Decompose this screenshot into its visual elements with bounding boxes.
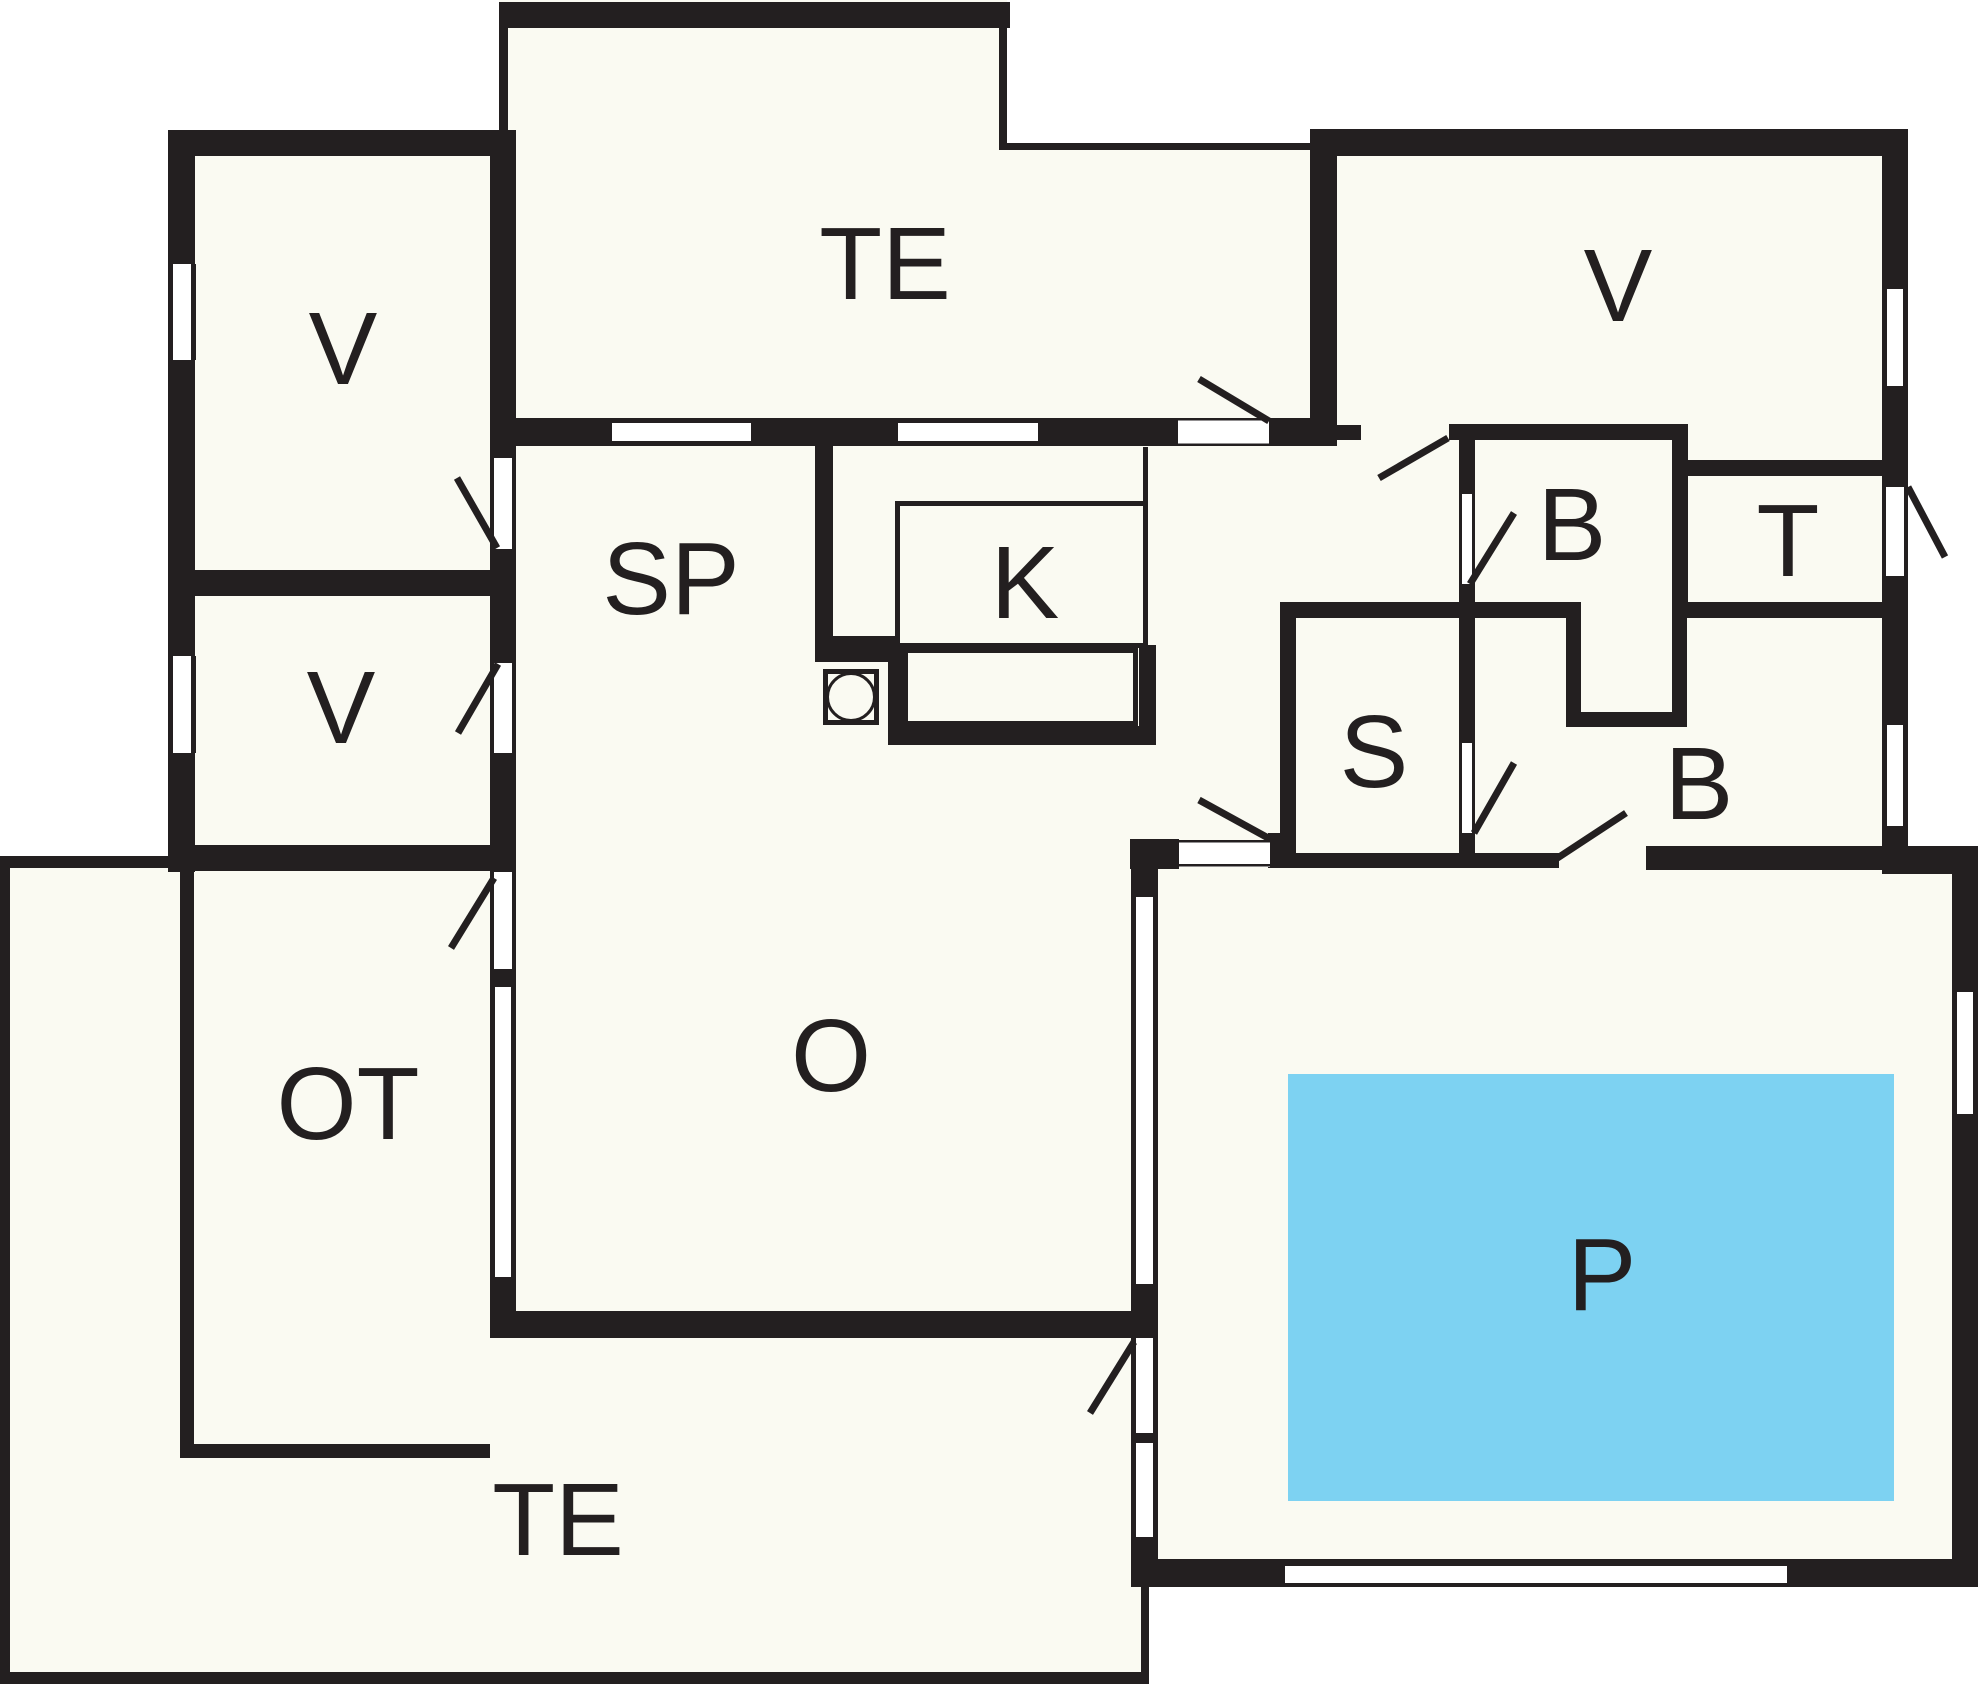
svg-text:T: T xyxy=(1757,483,1820,598)
svg-text:B: B xyxy=(1665,726,1734,841)
svg-text:TE: TE xyxy=(819,206,951,321)
svg-text:V: V xyxy=(309,291,378,406)
svg-text:P: P xyxy=(1568,1217,1637,1332)
svg-text:B: B xyxy=(1538,467,1607,582)
svg-text:SP: SP xyxy=(602,521,739,636)
svg-text:K: K xyxy=(991,525,1060,640)
svg-text:O: O xyxy=(791,998,871,1113)
svg-text:S: S xyxy=(1340,694,1409,809)
svg-text:TE: TE xyxy=(492,1462,624,1577)
svg-text:OT: OT xyxy=(276,1046,419,1161)
svg-text:V: V xyxy=(1584,228,1653,343)
svg-text:V: V xyxy=(307,650,376,765)
